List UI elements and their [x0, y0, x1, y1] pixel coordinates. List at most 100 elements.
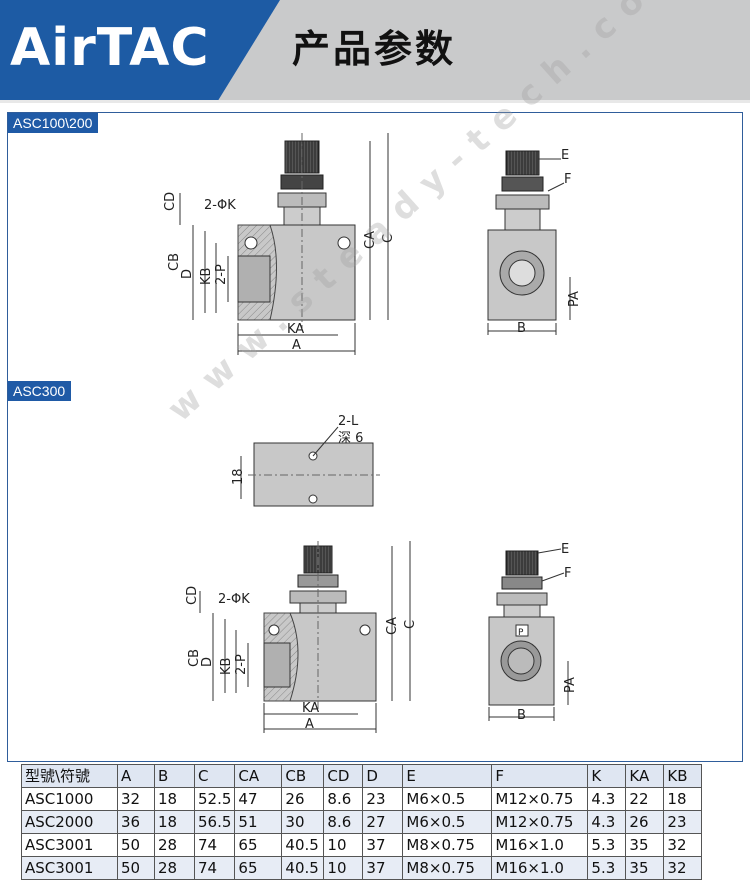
table-header-cell: F [491, 764, 589, 788]
hex-nut-side [496, 592, 548, 606]
dim-label: C [381, 234, 396, 243]
table-cell: 10 [323, 833, 364, 857]
table-cell: 35 [625, 856, 665, 880]
leader-line [312, 426, 339, 457]
table-cell: M16×1.0 [491, 856, 589, 880]
dim-label: E [561, 148, 569, 163]
section-asc300: ASC300 2-L 深 6 18 [7, 381, 743, 762]
table-cell: 37 [362, 856, 404, 880]
dim-label: CA [363, 231, 378, 249]
dim-label: E [561, 542, 569, 557]
table-cell: 51 [234, 810, 283, 834]
table-header-cell: KB [663, 764, 703, 788]
table-cell: 5.3 [587, 856, 627, 880]
table-cell: 32 [663, 833, 703, 857]
dim-label: 深 6 [338, 431, 363, 446]
section-asc100-200: ASC100\200 CD [7, 112, 743, 382]
dim-label: P [518, 628, 524, 638]
table-cell: 35 [625, 833, 665, 857]
drawing-asc300: 2-L 深 6 18 CD 2-ΦK CB D KB 2-P [185, 414, 578, 733]
table-cell: 18 [663, 787, 703, 811]
table-cell: 18 [154, 787, 195, 811]
table-cell: 23 [663, 810, 703, 834]
table-cell: 27 [362, 810, 404, 834]
table-cell: 50 [117, 833, 155, 857]
drawing-asc100-200: CD 2-ΦK CB D KB 2-P CA C KA A E F PA B [163, 133, 582, 355]
table-header-cell: 型號\符號 [21, 764, 118, 788]
table-header-cell: C [193, 764, 236, 788]
brand-logo-panel: AirTAC [0, 0, 280, 100]
table-header-cell: K [587, 764, 627, 788]
mount-hole [244, 236, 258, 250]
dim-label: 18 [231, 468, 246, 485]
dim-label: CD [185, 586, 200, 605]
table-cell: 32 [663, 856, 703, 880]
dim-label: A [292, 338, 301, 353]
dim-label: F [564, 172, 571, 187]
table-cell: 23 [362, 787, 404, 811]
top-view-labels: 2-L 深 6 18 [231, 414, 363, 485]
dim-label: KB [199, 268, 214, 285]
mount-hole [337, 236, 351, 250]
page-title: 产品参数 [292, 27, 457, 71]
table-cell: M8×0.75 [402, 833, 493, 857]
side-dimension-lines [488, 548, 569, 721]
side-dimension-lines [487, 158, 571, 335]
table-cell: 26 [625, 810, 665, 834]
table-cell: 50 [117, 856, 155, 880]
side-dimension-labels: E F PA B [517, 148, 582, 336]
front-dimension-lines [199, 541, 411, 733]
table-cell: M8×0.75 [402, 856, 493, 880]
table-cell: 4.3 [587, 787, 627, 811]
dim-label: B [517, 321, 526, 336]
lock-nut-side [501, 576, 543, 590]
table-cell: 40.5 [281, 833, 325, 857]
dim-label: A [305, 717, 314, 732]
table-cell: 32 [117, 787, 155, 811]
table-cell: 28 [154, 833, 195, 857]
table-header-cell: B [154, 764, 195, 788]
table-cell: M12×0.75 [491, 787, 589, 811]
dim-label: 2-P [234, 654, 249, 675]
port-thread [237, 255, 271, 303]
mount-hole [359, 624, 371, 636]
mount-hole [308, 494, 318, 504]
adjust-knob-side [505, 150, 540, 176]
table-cell: 8.6 [323, 787, 364, 811]
table-cell: 18 [154, 810, 195, 834]
table-cell: M6×0.5 [402, 810, 493, 834]
table-cell: 36 [117, 810, 155, 834]
dim-label: D [180, 269, 195, 279]
section-tag: ASC300 [8, 381, 72, 401]
table-header-cell: CD [323, 764, 364, 788]
table-cell: M16×1.0 [491, 833, 589, 857]
table-cell: ASC2000 [21, 810, 118, 834]
stem-base-side [503, 604, 541, 618]
dim-label: KB [219, 658, 234, 675]
hex-nut-side [495, 194, 550, 210]
side-dimension-labels: E F P PA B [517, 542, 578, 723]
table-cell: 4.3 [587, 810, 627, 834]
dim-label: CB [167, 253, 182, 271]
table-header-cell: KA [625, 764, 665, 788]
dim-label: 2-ΦK [204, 198, 236, 213]
dim-label: CB [187, 649, 202, 667]
table-cell: 40.5 [281, 856, 325, 880]
table-cell: ASC3001 [21, 856, 118, 880]
dim-label: 2-ΦK [218, 592, 250, 607]
port-thread [263, 642, 291, 688]
table-cell: M12×0.75 [491, 810, 589, 834]
table-cell: ASC3001 [21, 833, 118, 857]
front-dimension-labels: CD 2-ΦK CB D KB 2-P CA C KA A [185, 586, 418, 732]
brand-logo: AirTAC [10, 18, 210, 78]
table-cell: 52.5 [193, 787, 236, 811]
side-port-inner [507, 647, 535, 675]
dim-label: KA [287, 322, 304, 337]
table-cell: 22 [625, 787, 665, 811]
dim-label: PA [567, 291, 582, 307]
